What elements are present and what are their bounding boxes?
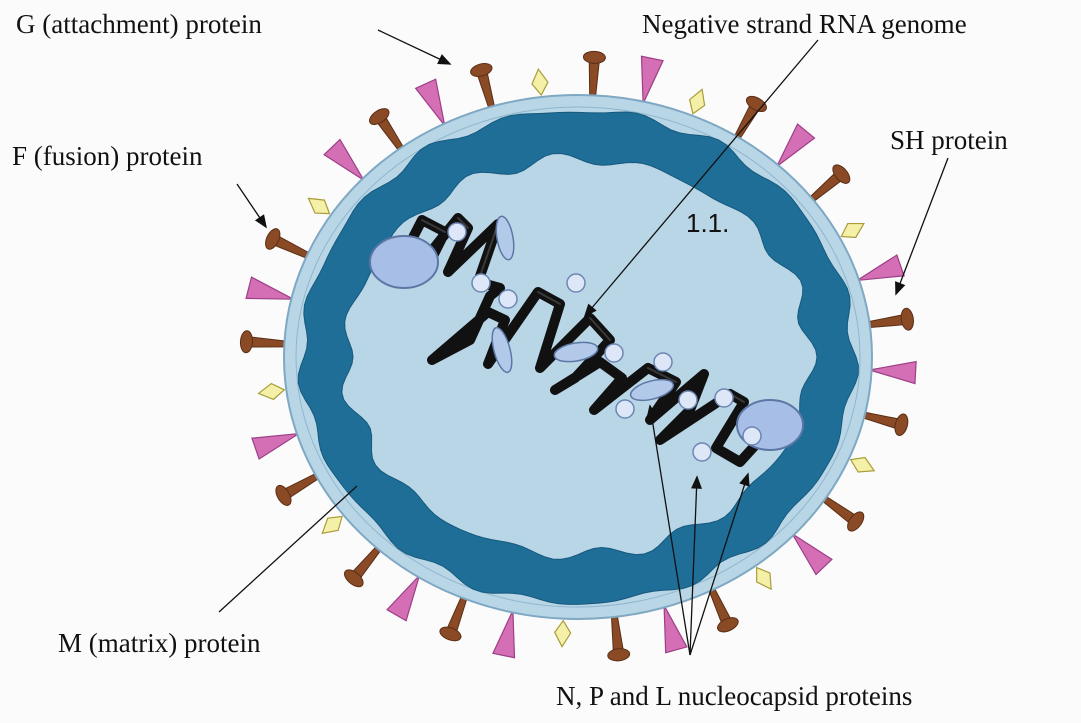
pointer-line [378, 30, 450, 64]
sh-protein-icon [837, 217, 868, 244]
g-protein-spike-icon [632, 56, 663, 105]
n-protein-icon [743, 427, 761, 445]
f-protein-spike-icon [582, 51, 606, 96]
arrowhead-icon [896, 282, 904, 294]
m-protein-label: M (matrix) protein [58, 630, 260, 657]
f-protein-label: F (fusion) protein [12, 143, 202, 170]
sh-protein-icon [257, 382, 285, 401]
f-protein-spike-icon [868, 307, 915, 335]
figure-number: 1.1. [686, 210, 729, 236]
sh-protein-icon [685, 87, 709, 117]
g-protein-spike-icon [493, 608, 524, 657]
sh-protein-label: SH protein [890, 127, 1008, 154]
nucleocapsid-label: N, P and L nucleocapsid proteins [556, 683, 912, 710]
g-protein-spike-icon [246, 277, 296, 310]
f-protein-spike-icon [604, 616, 631, 662]
n-protein-icon [616, 400, 634, 418]
arrowhead-icon [256, 215, 266, 227]
n-protein-icon [472, 274, 490, 292]
n-protein-icon [605, 344, 623, 362]
sh-protein-icon [530, 68, 549, 96]
arrowhead-icon [438, 55, 450, 64]
rna-genome-label: Negative strand RNA genome [642, 11, 967, 38]
g-protein-spike-icon [869, 359, 916, 384]
f-protein-spike-icon [240, 330, 285, 354]
n-protein-icon [654, 353, 672, 371]
l-protein-icon [370, 236, 438, 288]
pointer-line [896, 158, 948, 294]
n-protein-icon [499, 290, 517, 308]
sh-protein-icon [554, 620, 571, 647]
n-protein-icon [448, 223, 466, 241]
n-protein-icon [567, 274, 585, 292]
f-protein-spike-icon [862, 405, 910, 437]
sh-protein-icon [847, 452, 877, 478]
g-protein-label: G (attachment) protein [16, 11, 262, 38]
n-protein-icon [679, 391, 697, 409]
g-protein-spike-icon [653, 603, 686, 653]
n-protein-icon [715, 389, 733, 407]
n-protein-icon [693, 443, 711, 461]
f-protein-spike-icon [469, 61, 502, 109]
f-protein-spike-icon [438, 595, 474, 644]
